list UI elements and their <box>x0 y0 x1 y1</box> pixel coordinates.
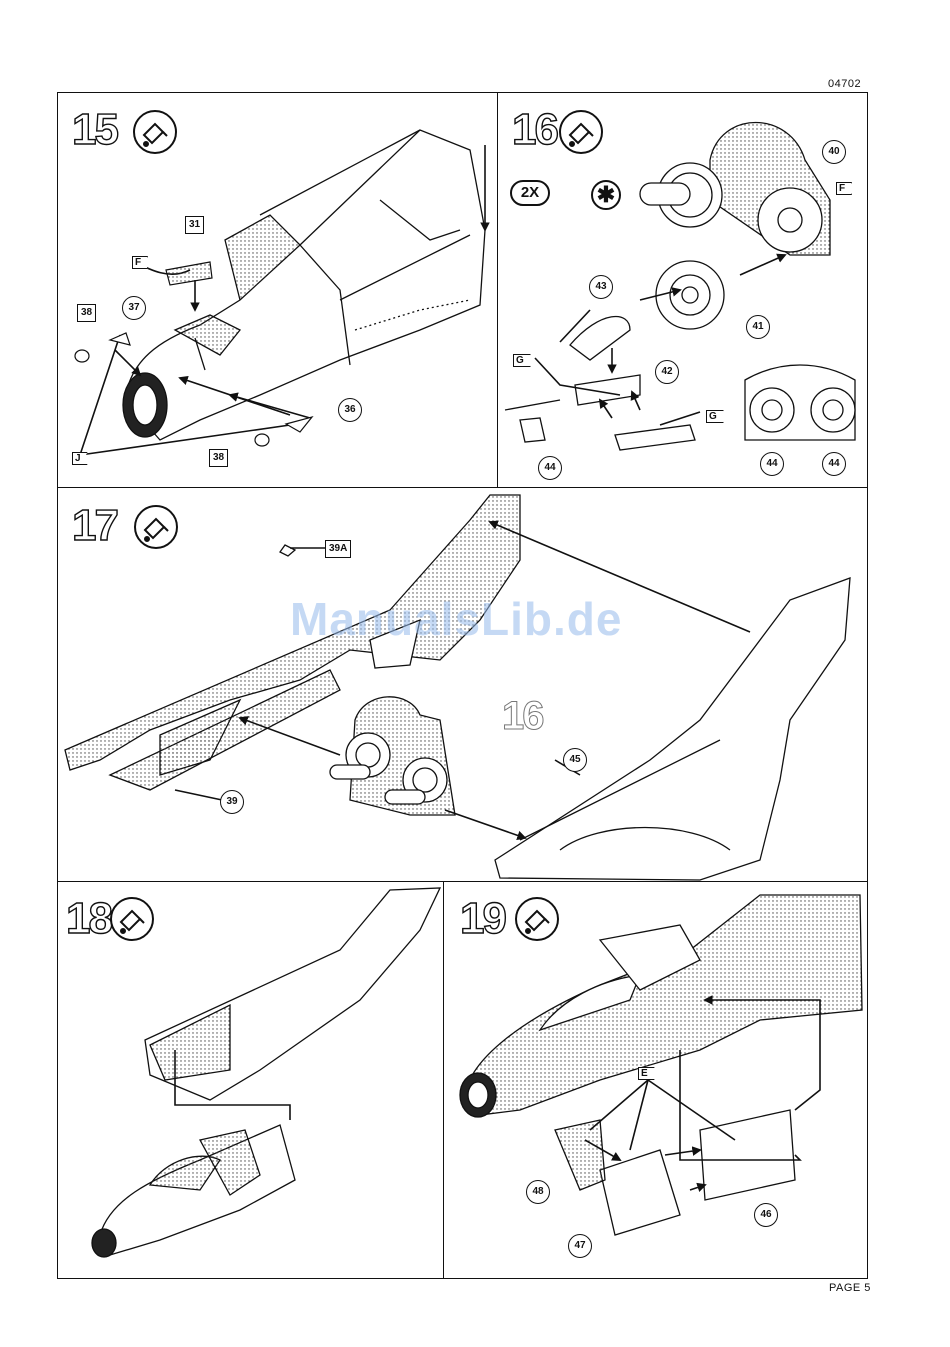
step-19-number: 19 <box>460 897 505 941</box>
part-36-callout: 36 <box>338 398 362 422</box>
part-48-callout: 48 <box>526 1180 550 1204</box>
part-45-callout: 45 <box>563 748 587 772</box>
step-15-glue-icon <box>133 110 177 154</box>
step-18-glue-icon <box>110 897 154 941</box>
step-15-number: 15 <box>72 108 117 152</box>
step-16-number: 16 <box>512 108 557 152</box>
part-31-label: 31 <box>185 216 204 234</box>
step-17-number: 17 <box>72 504 117 548</box>
part-39-callout: 39 <box>220 790 244 814</box>
step-17-drawing <box>65 495 850 880</box>
step-19-drawing <box>460 895 862 1235</box>
part-39a-label: 39A <box>325 540 351 558</box>
part-47-callout: 47 <box>568 1234 592 1258</box>
part-43-callout: 43 <box>589 275 613 299</box>
step-19-glue-icon <box>515 897 559 941</box>
page-number: PAGE 5 <box>829 1282 871 1294</box>
asterisk-badge: ✱ <box>591 180 621 210</box>
step-18-number: 18 <box>66 897 111 941</box>
watermark: ManualsLib.de <box>290 592 622 646</box>
part-46-callout: 46 <box>754 1203 778 1227</box>
step-16-glue-icon <box>559 110 603 154</box>
part-38-label: 38 <box>77 304 96 322</box>
part-44-callout: 44 <box>538 456 562 480</box>
part-38-label-second: 38 <box>209 449 228 467</box>
part-41-callout: 41 <box>746 315 770 339</box>
part-42-callout: 42 <box>655 360 679 384</box>
step-18-drawing <box>92 888 440 1257</box>
part-37-callout: 37 <box>122 296 146 320</box>
multiplier-badge: 2X <box>510 180 550 206</box>
step-16-drawing <box>505 123 855 451</box>
part-40-callout: 40 <box>822 140 846 164</box>
step-17-glue-icon <box>134 505 178 549</box>
subassembly-ref-label: 16 <box>502 694 543 739</box>
part-44-callout-right: 44 <box>822 452 846 476</box>
step-15-fuselage-drawing <box>123 130 485 440</box>
part-44-callout-left: 44 <box>760 452 784 476</box>
